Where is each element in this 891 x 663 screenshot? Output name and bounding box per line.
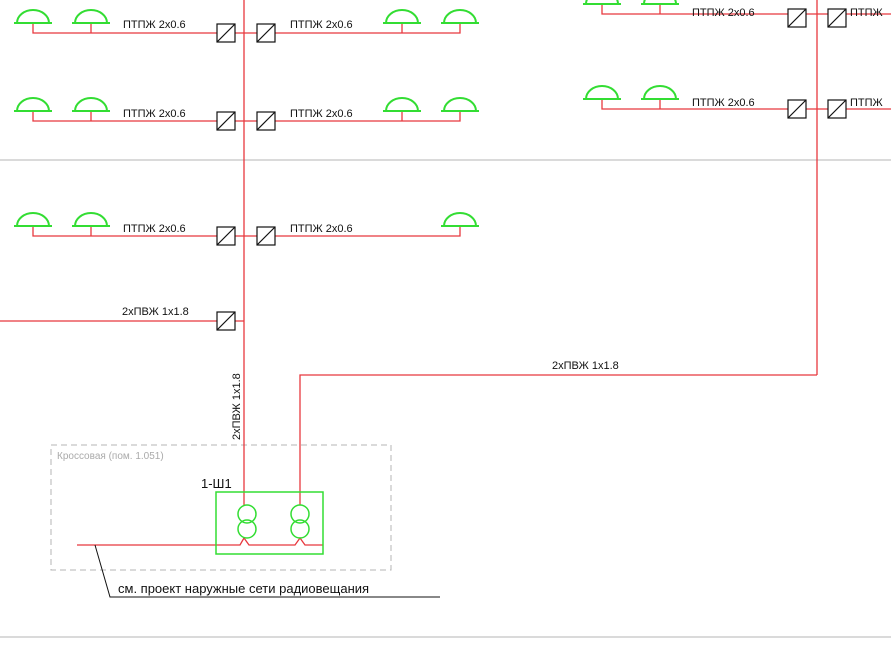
feeder-cable <box>299 374 817 505</box>
speaker-icon <box>440 212 480 227</box>
transformer-icon <box>237 504 257 539</box>
speaker-icon <box>640 85 680 100</box>
speaker-icon <box>582 0 622 5</box>
room-boundary <box>50 444 392 571</box>
speaker-icon <box>71 212 111 227</box>
branch-cable <box>32 226 244 237</box>
speaker-icon <box>640 0 680 5</box>
speaker-icon <box>13 212 53 227</box>
cable-label: ПТПЖ 2х0.6 <box>692 97 755 109</box>
branch-cable <box>601 99 817 110</box>
cabinet-1-sh1 <box>215 491 324 555</box>
speaker-icon <box>582 85 622 100</box>
branch-cable <box>244 23 461 34</box>
cable-label: ПТПЖ 2х0.6 <box>123 108 186 120</box>
cable-label: ПТПЖ <box>850 7 883 19</box>
junction-box-icon <box>787 8 807 28</box>
junction-box-icon <box>256 23 276 43</box>
room-label: Кроссовая (пом. 1.051) <box>57 451 164 462</box>
floor-separators <box>0 159 891 638</box>
external-network-note: см. проект наружные сети радиовещания <box>118 581 369 596</box>
feeder-label: 2хПВЖ 1х1.8 <box>122 306 189 318</box>
note-leader <box>94 544 440 598</box>
junction-boxes <box>216 8 847 331</box>
cables <box>0 0 891 546</box>
speaker-icon <box>71 9 111 24</box>
cable-label: ПТПЖ 2х0.6 <box>123 223 186 235</box>
junction-box-icon <box>256 226 276 246</box>
junction-box-icon <box>216 226 236 246</box>
cable-label: ПТПЖ 2х0.6 <box>123 19 186 31</box>
branch-cable <box>32 23 244 34</box>
junction-box-icon <box>216 23 236 43</box>
junction-box-icon <box>787 99 807 119</box>
external-cable <box>77 536 323 546</box>
feeder-label: 2хПВЖ 1х1.8 <box>231 373 243 440</box>
cable-label: ПТПЖ 2х0.6 <box>290 19 353 31</box>
cross-room: Кроссовая (пом. 1.051) <box>50 444 392 571</box>
speaker-icon <box>440 97 480 112</box>
branch-cable <box>244 226 461 237</box>
branch-cable <box>244 111 461 122</box>
junction-box-icon <box>256 111 276 131</box>
cabinet-frame <box>215 491 324 555</box>
junction-box-icon <box>216 311 236 331</box>
branch-cable <box>601 4 817 15</box>
cable-label: ПТПЖ 2х0.6 <box>290 108 353 120</box>
transformer-icon <box>290 504 310 539</box>
branch-cable <box>32 111 244 122</box>
cabinet-label: 1-Ш1 <box>201 476 232 491</box>
feeder-label: 2хПВЖ 1х1.8 <box>552 360 619 372</box>
junction-box-icon <box>827 99 847 119</box>
cable-label: ПТПЖ 2х0.6 <box>692 7 755 19</box>
speaker-icon <box>13 9 53 24</box>
speaker-icon <box>382 9 422 24</box>
cable-labels: ПТПЖ 2х0.6 ПТПЖ 2х0.6 ПТПЖ 2х0.6 ПТПЖ 2х… <box>122 7 883 440</box>
cable-label: ПТПЖ <box>850 97 883 109</box>
junction-box-icon <box>827 8 847 28</box>
cable-label: ПТПЖ 2х0.6 <box>290 223 353 235</box>
speaker-icon <box>71 97 111 112</box>
junction-box-icon <box>216 111 236 131</box>
speaker-icon <box>13 97 53 112</box>
speaker-icon <box>382 97 422 112</box>
speaker-icon <box>440 9 480 24</box>
